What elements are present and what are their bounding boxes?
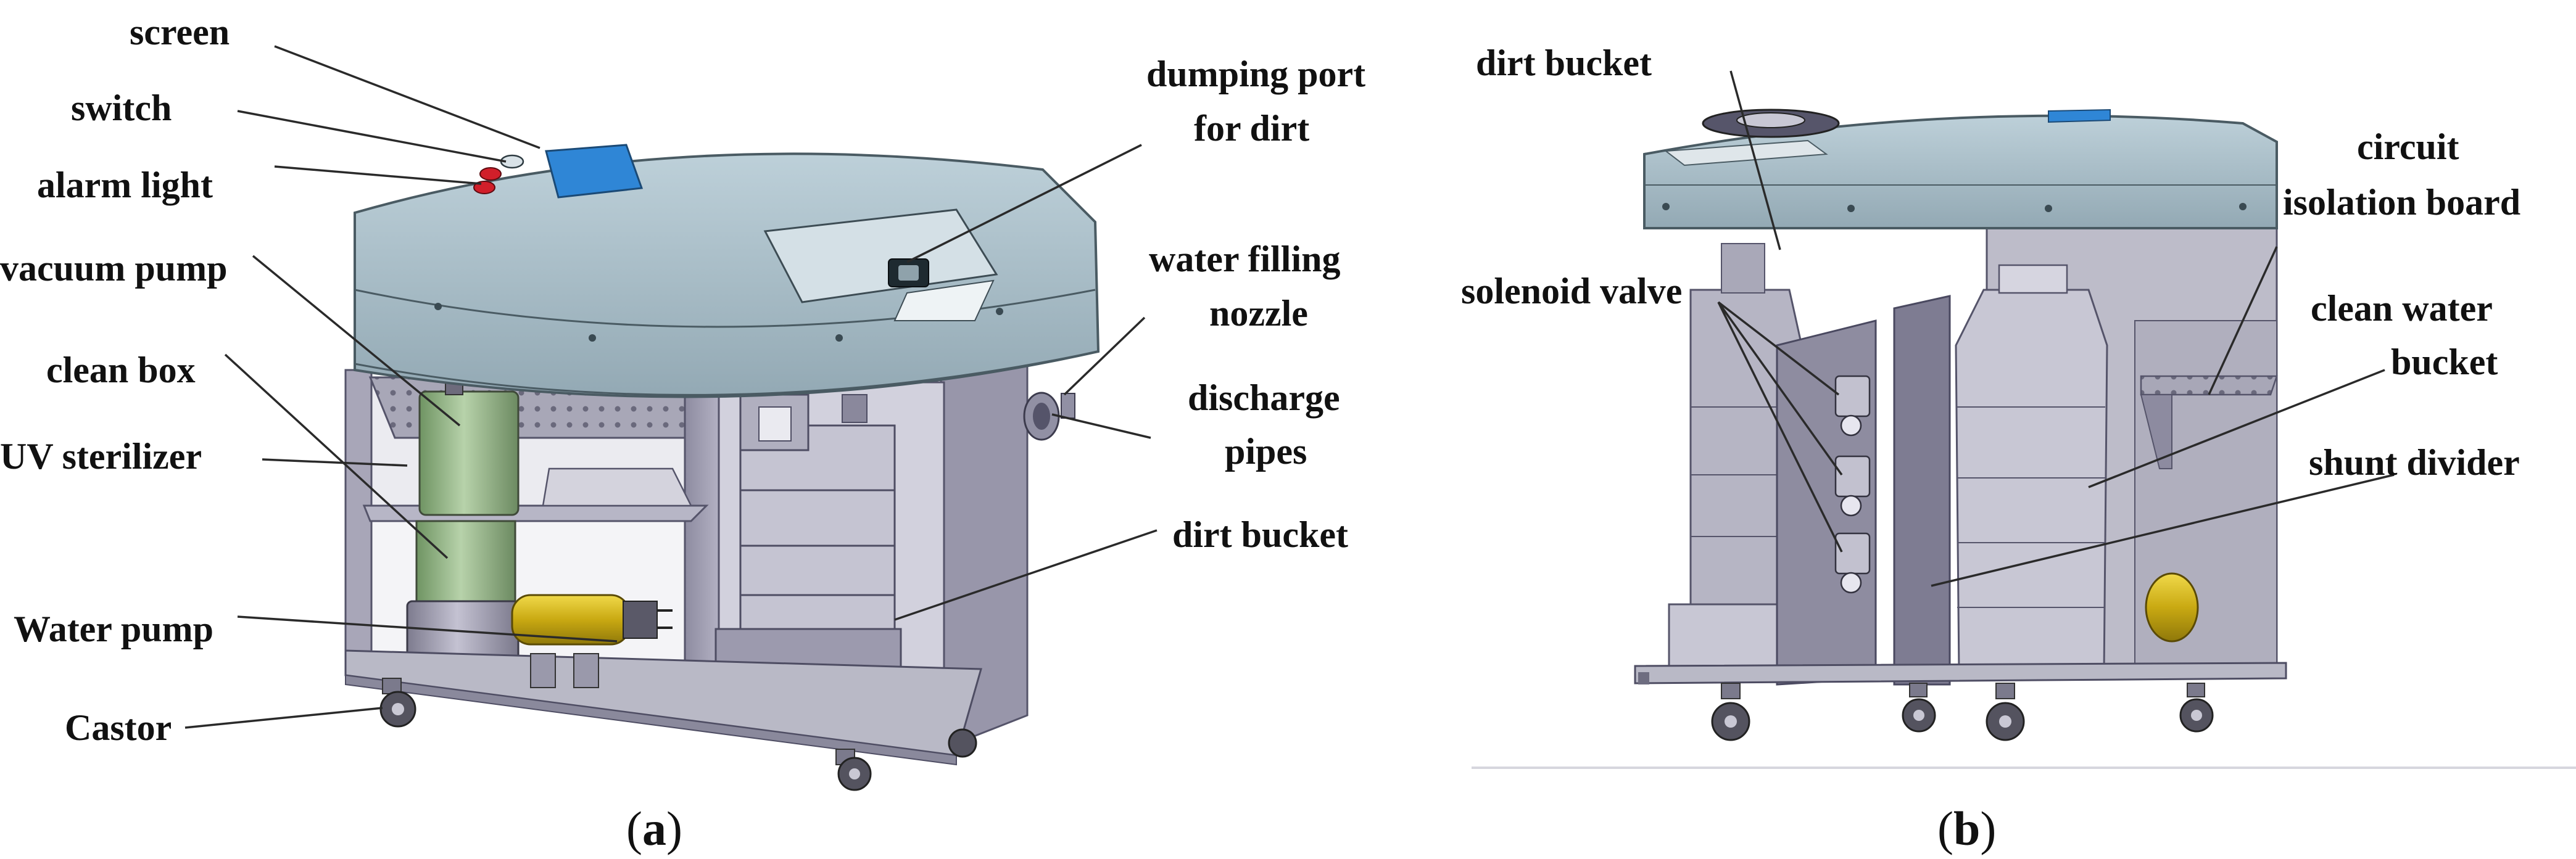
label-clean-water-line2: bucket [2391,342,2498,382]
label-discharge-line1: discharge [1188,377,1340,418]
label-circuit-line2: isolation board [2283,182,2520,223]
vacuum-pump-body [418,390,520,516]
screen-b [2048,109,2111,123]
label-dumping-port-line2: for dirt [1194,108,1309,149]
label-clean-box: clean box [46,350,196,390]
label-vacuum-pump: vacuum pump [0,248,227,289]
panel-a-drawing [344,144,1100,791]
label-water-pump: Water pump [14,609,213,649]
label-dirt-bucket-b: dirt bucket [1476,43,1652,83]
label-water-filling-line2: nozzle [1209,293,1308,334]
base-frame-b [1634,662,2287,684]
panel-b-drawing [1472,109,2576,769]
side-shelf-b [2140,375,2278,396]
middle-shelf [362,504,709,522]
dirt-bucket-tank [739,424,896,630]
label-solenoid-valve: solenoid valve [1461,271,1682,311]
solenoid-valves [1834,375,1871,594]
label-shunt-divider: shunt divider [2309,442,2520,483]
castor-front-right [835,749,872,791]
label-discharge-line2: pipes [1225,431,1307,472]
pump-b [2145,572,2199,643]
divider-post [684,369,720,717]
label-clean-water-line1: clean water [2311,288,2493,329]
screen-display [545,144,644,199]
panel-b-labels: dirt bucket circuit isolation board sole… [1461,43,2520,483]
label-circuit-line1: circuit [2357,126,2459,167]
label-dumping-port-line1: dumping port [1146,54,1365,94]
alarm-light-1 [479,167,502,181]
panel-b-leader-lines [1717,70,2395,587]
caption-a: (a) [626,802,682,855]
water-pump-motor [511,594,631,646]
label-alarm-light: alarm light [37,165,213,205]
caption-b: (b) [1937,802,1996,855]
castor-rear-right [948,728,977,758]
panel-a-leader-lines [184,45,1158,729]
label-switch: switch [71,88,172,128]
panel-a-labels: screen switch alarm light vacuum pump cl… [0,12,1365,748]
base-plate [344,649,982,757]
label-screen: screen [130,12,230,52]
label-dirt-bucket-a: dirt bucket [1172,514,1348,555]
dumping-port-lid [763,208,998,303]
label-castor: Castor [65,707,172,748]
clean-water-bucket [1955,289,2108,673]
label-uv-sterilizer: UV sterilizer [0,436,202,477]
clean-box-cylinder [415,520,516,602]
castors-b [1711,683,2214,741]
shunt-divider-panel [1893,295,1951,686]
label-water-filling-line1: water filling [1149,239,1341,279]
